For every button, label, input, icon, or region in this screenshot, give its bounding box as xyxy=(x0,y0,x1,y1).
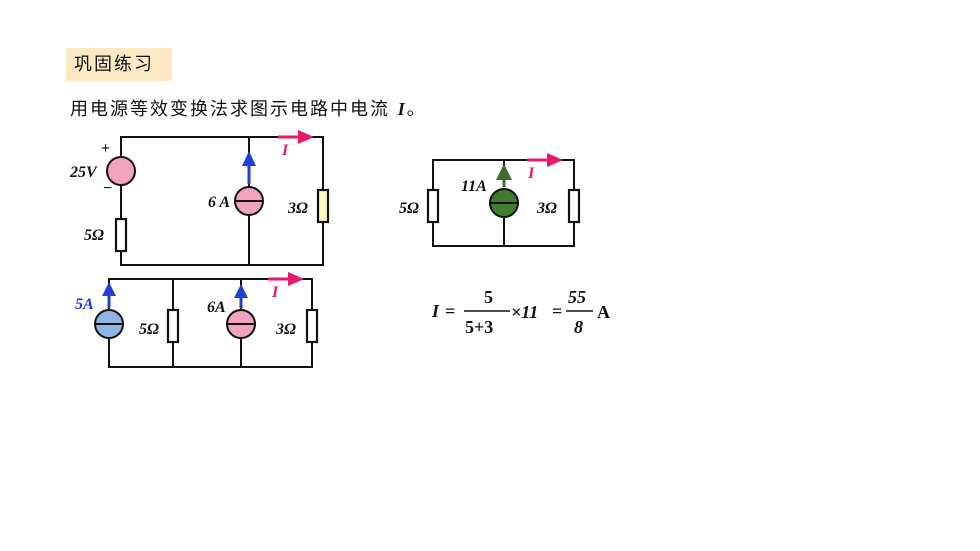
formula-frac2-den: 8 xyxy=(574,317,583,337)
c1-vsrc-plus: + xyxy=(101,140,110,157)
c1-current-arrow-head xyxy=(298,130,314,144)
c1-vsrc-label: 25V xyxy=(69,164,98,181)
circuit-1: + − 25V 5Ω 6 A 3Ω I xyxy=(69,130,330,266)
c3-r2-label: 3Ω xyxy=(275,321,296,338)
c2-current-arrow-head xyxy=(547,153,563,167)
formula-frac1-num: 5 xyxy=(484,287,493,307)
c2-isrc-label: 11A xyxy=(461,178,487,195)
c3-resistor-5ohm xyxy=(166,308,180,344)
circuit-2: 5Ω 11A 3Ω I xyxy=(399,153,581,247)
c2-resistor-3ohm xyxy=(567,188,581,224)
c1-resistor-5ohm xyxy=(114,217,128,253)
c1-resistor-3ohm xyxy=(316,188,330,224)
question-end: 。 xyxy=(406,99,427,120)
c1-r2-label: 3Ω xyxy=(287,200,308,217)
c1-r1-label: 5Ω xyxy=(84,227,104,244)
c1-vsrc-minus: − xyxy=(103,180,112,197)
c2-r1-label: 5Ω xyxy=(399,200,419,217)
formula-eq1: = xyxy=(445,301,455,321)
c2-current-label: I xyxy=(527,165,535,182)
formula-frac1-den: 5+3 xyxy=(465,317,493,337)
c3-bottom-wire xyxy=(108,339,313,368)
formula: I = 5 5+3 ×11 = 55 8 A xyxy=(431,287,610,337)
formula-unit: A xyxy=(597,302,610,322)
c3-current-arrow-head xyxy=(288,272,304,286)
circuit-3: 5A 5Ω 6A 3Ω I xyxy=(75,272,319,368)
c1-voltage-source xyxy=(106,156,136,186)
formula-times: ×11 xyxy=(511,302,538,322)
c1-top-wire xyxy=(120,136,324,190)
formula-lhs: I xyxy=(431,301,440,321)
c1-isrc-arrow-head xyxy=(242,151,256,166)
c3-isrc1-arrow-head xyxy=(102,282,116,296)
c3-resistor-3ohm xyxy=(305,308,319,344)
c2-resistor-5ohm xyxy=(426,188,440,224)
c2-isrc-arrow-head xyxy=(496,164,512,180)
section-tag: 巩固练习 xyxy=(66,48,172,81)
question-symbol: I xyxy=(397,99,407,119)
c3-current-label: I xyxy=(271,284,279,301)
c1-bottom-wire xyxy=(120,222,324,266)
c2-r2-label: 3Ω xyxy=(536,200,557,217)
formula-eq2: = xyxy=(552,301,562,321)
c1-current-label: I xyxy=(281,142,289,159)
c1-isrc-label: 6 A xyxy=(208,194,230,211)
question-body: 用电源等效变换法求图示电路中电流 xyxy=(70,99,390,120)
c3-r1-label: 5Ω xyxy=(139,321,159,338)
c3-isrc2-arrow-head xyxy=(234,284,248,298)
formula-frac2-num: 55 xyxy=(568,287,586,307)
c3-isrc2-label: 6A xyxy=(207,299,226,316)
c3-isrc1-label: 5A xyxy=(75,296,94,313)
question-text: 用电源等效变换法求图示电路中电流 I。 xyxy=(70,95,427,121)
